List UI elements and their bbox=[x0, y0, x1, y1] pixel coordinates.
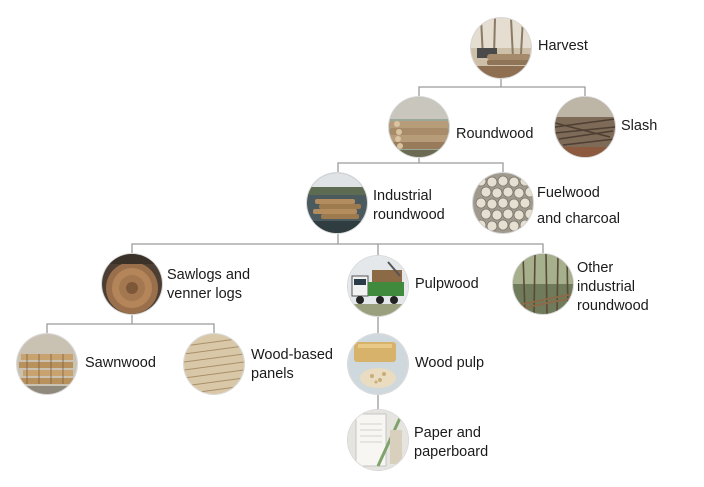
wood-based-panels-label: Wood-based panels bbox=[251, 346, 333, 384]
paper-label-line1: Paper and bbox=[414, 425, 481, 441]
fuelwood-label-line2: and charcoal bbox=[537, 211, 621, 227]
connector-harvest bbox=[418, 78, 586, 97]
fuelwood-label-line1: Fuelwood bbox=[537, 185, 600, 201]
sawlogs-label-line1: Sawlogs and bbox=[167, 267, 251, 283]
log-pile-photo bbox=[389, 97, 449, 157]
paper-photo bbox=[348, 410, 408, 470]
pulpwood-label: Pulpwood bbox=[415, 276, 479, 292]
industrial-roundwood-label-line2: roundwood bbox=[373, 207, 445, 223]
sawlogs-label-line2: venner logs bbox=[167, 286, 242, 302]
harvest-label: Harvest bbox=[538, 38, 588, 54]
harvest-photo bbox=[471, 18, 531, 78]
pulp-photo bbox=[348, 334, 408, 394]
board-panels-photo bbox=[184, 334, 244, 394]
other-industrial-label-line2: industrial bbox=[577, 279, 636, 295]
connector-industrial bbox=[131, 233, 544, 256]
fuelwood-label: Fuelwood and charcoal bbox=[537, 184, 620, 229]
paper-label-line2: paperboard bbox=[414, 444, 489, 460]
connector-roundwood bbox=[337, 157, 504, 173]
lumber-stack-photo bbox=[17, 334, 77, 394]
sawnwood-label: Sawnwood bbox=[85, 355, 156, 371]
branches-photo bbox=[555, 97, 615, 157]
firewood-stack-photo bbox=[473, 173, 533, 233]
paper-label: Paper and paperboard bbox=[414, 424, 488, 462]
other-industrial-label-line3: roundwood bbox=[577, 298, 649, 314]
log-raft-photo bbox=[307, 173, 367, 233]
roundwood-label: Roundwood bbox=[456, 126, 534, 142]
connector-sawlogs bbox=[46, 314, 215, 334]
other-industrial-label: Other industrial roundwood bbox=[577, 259, 649, 316]
forest-poles-photo bbox=[513, 254, 573, 314]
log-end-photo bbox=[102, 254, 162, 314]
other-industrial-label-line1: Other bbox=[577, 260, 614, 276]
wood-based-panels-label-line1: Wood-based bbox=[251, 347, 333, 363]
timber-truck-photo bbox=[348, 256, 408, 316]
sawlogs-label: Sawlogs and venner logs bbox=[167, 266, 250, 304]
industrial-roundwood-label: Industrial roundwood bbox=[373, 187, 445, 225]
slash-label: Slash bbox=[621, 118, 658, 134]
industrial-roundwood-label-line1: Industrial bbox=[373, 188, 432, 204]
wood-based-panels-label-line2: panels bbox=[251, 366, 294, 382]
wood-pulp-label: Wood pulp bbox=[415, 355, 485, 371]
